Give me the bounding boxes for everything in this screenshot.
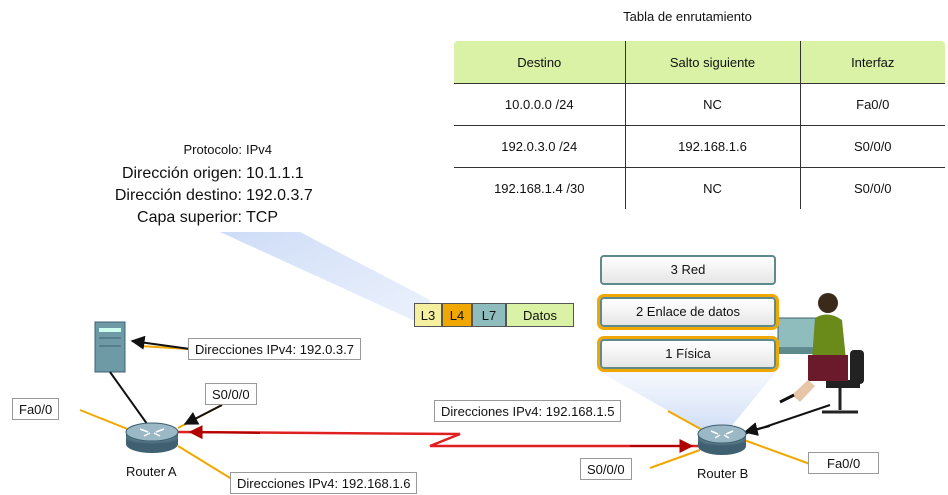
server-link: [109, 371, 151, 429]
pointer-rb-addr: [667, 410, 707, 433]
table-cell: NC: [624, 167, 801, 209]
osi-layer-2: 2 Enlace de datos: [600, 297, 776, 327]
workstation-icon: [775, 293, 864, 414]
table-cell: S0/0/0: [799, 167, 945, 209]
osi-layer-1: 1 Física: [600, 339, 776, 369]
routing-table-title: Tabla de enrutamiento: [623, 9, 752, 24]
strip-l4: L4: [442, 303, 472, 327]
router-b-address-label: Direcciones IPv4: 192.168.1.5: [434, 400, 622, 422]
table-cell: 192.0.3.0 /24: [454, 125, 626, 168]
osi-beam: [600, 372, 776, 440]
arrow-ra-s0: [183, 404, 223, 425]
table-row: 192.168.1.4 /30 NC S0/0/0: [454, 167, 945, 209]
pointer-rb-s0: [649, 449, 701, 469]
routing-table-header: Destino Salto siguiente Interfaz: [454, 41, 945, 84]
protocol-value: IPv4: [246, 142, 273, 157]
table-row: 192.0.3.0 /24 192.168.1.6 S0/0/0: [454, 125, 945, 168]
server-address-label: Direcciones IPv4: 192.0.3.7: [188, 338, 361, 360]
source-label: Dirección origen:: [121, 165, 242, 182]
arrow-to-router-a: [188, 425, 261, 440]
table-row: 10.0.0.0 /24 NC Fa0/0: [454, 83, 945, 126]
table-cell: S0/0/0: [799, 125, 945, 168]
strip-datos: Datos: [506, 303, 574, 327]
server-icon: [94, 321, 126, 373]
pointer-ra-addr: [177, 445, 236, 482]
table-cell: Fa0/0: [799, 83, 945, 126]
header-destino: Destino: [454, 41, 626, 84]
upper-label: Capa superior:: [137, 209, 242, 226]
table-cell: 192.168.1.4 /30: [454, 167, 626, 209]
header-interfaz: Interfaz: [799, 41, 945, 84]
router-b-s0-label: S0/0/0: [580, 458, 632, 480]
router-a-icon: [125, 422, 179, 453]
pointer-rb-fa0: [743, 439, 811, 465]
strip-l7: L7: [472, 303, 506, 327]
table-cell: 10.0.0.0 /24: [454, 83, 626, 126]
header-salto-siguiente: Salto siguiente: [624, 41, 801, 84]
upper-value: TCP: [246, 209, 278, 226]
table-cell: 192.168.1.6: [624, 125, 801, 168]
router-a-address-label: Direcciones IPv4: 192.168.1.6: [230, 472, 418, 494]
dest-value: 192.0.3.7: [246, 187, 313, 204]
router-a-fa0-label: Fa0/0: [12, 398, 60, 420]
osi-layer-3: 3 Red: [600, 255, 776, 285]
table-cell: NC: [624, 83, 801, 126]
dest-label: Dirección destino:: [114, 187, 242, 204]
routing-table: Destino Salto siguiente Interfaz 10.0.0.…: [452, 39, 947, 211]
protocol-label: Protocolo:: [183, 142, 242, 157]
arrow-rb: [743, 422, 771, 436]
serial-link: [177, 430, 700, 448]
arrow-server: [130, 335, 191, 350]
router-b-label: Router B: [697, 466, 749, 481]
source-value: 10.1.1.1: [246, 165, 304, 182]
pointer-ra-fa0: [79, 409, 131, 431]
router-a-s0-label: S0/0/0: [205, 383, 257, 405]
strip-l3: L3: [414, 303, 442, 327]
router-b-icon: [697, 424, 747, 455]
router-b-fa0-label: Fa0/0: [808, 452, 880, 474]
info-beam: [220, 232, 430, 328]
router-a-label: Router A: [126, 464, 177, 479]
